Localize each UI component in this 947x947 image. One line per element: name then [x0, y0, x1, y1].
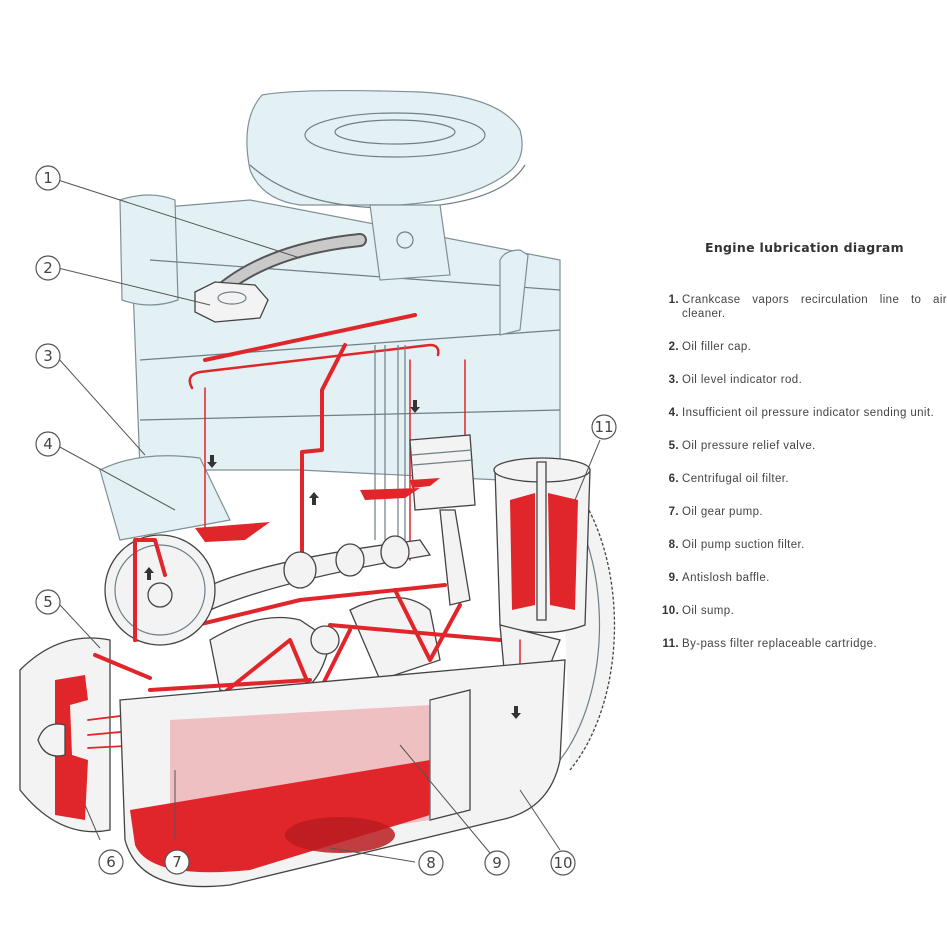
- legend-text: Oil level indicator rod.: [682, 374, 803, 386]
- legend-number: 8.: [668, 539, 679, 551]
- suction-filter: [285, 817, 395, 853]
- legend-number: 3.: [668, 374, 679, 386]
- callout-7: 7: [164, 849, 190, 875]
- air-cleaner: [246, 89, 526, 209]
- diagram-title: Engine lubrication diagram: [705, 240, 904, 255]
- legend-item: 7. Oil gear pump.: [662, 505, 947, 519]
- svg-text:5: 5: [43, 593, 53, 611]
- legend-item: 9. Antislosh baffle.: [662, 571, 947, 585]
- legend-number: 6.: [668, 473, 679, 485]
- rocker-oil-gallery: [188, 313, 466, 562]
- legend-number: 9.: [668, 572, 679, 584]
- callout-1: 1: [35, 165, 61, 191]
- svg-text:4: 4: [43, 435, 53, 453]
- legend-text: Oil filler cap.: [682, 341, 752, 353]
- camshaft: [199, 535, 432, 611]
- callout-11: 11: [591, 414, 617, 440]
- flow-arrows: [144, 400, 521, 719]
- carburettor: [369, 204, 451, 281]
- legend-text: Oil gear pump.: [682, 506, 764, 518]
- legend-text: Oil sump.: [682, 605, 735, 617]
- callout-6: 6: [98, 849, 124, 875]
- callout-9: 9: [484, 850, 510, 876]
- legend-item: 5. Oil pressure relief valve.: [662, 439, 947, 453]
- legend-number: 1.: [668, 294, 679, 306]
- legend-item: 6. Centrifugal oil filter.: [662, 472, 947, 486]
- legend-text-continued: cleaner.: [682, 308, 726, 320]
- legend-text: Antislosh baffle.: [682, 572, 770, 584]
- legend-item: 4. Insufficient oil pressure indicator s…: [662, 406, 947, 420]
- legend-number: 4.: [668, 407, 679, 419]
- svg-text:1: 1: [43, 169, 53, 187]
- engine-cutaway-illustration: 1 2 3 4 5 6 7 8 9 10 11: [19, 89, 617, 888]
- callout-8: 8: [418, 850, 444, 876]
- svg-text:6: 6: [106, 853, 116, 871]
- legend-item: 10. Oil sump.: [662, 604, 947, 618]
- legend-text: Crankcase vapors recirculation line to a…: [682, 294, 947, 306]
- legend-text: Centrifugal oil filter.: [682, 473, 789, 485]
- svg-text:10: 10: [553, 854, 572, 872]
- legend-text: Insufficient oil pressure indicator send…: [682, 407, 935, 419]
- legend-number: 5.: [668, 440, 679, 452]
- legend-number: 2.: [668, 341, 679, 353]
- legend-item: 11. By-pass filter replaceable cartridge…: [662, 637, 947, 651]
- centrifugal-filter: [19, 637, 111, 833]
- callout-4: 4: [35, 431, 61, 457]
- svg-text:3: 3: [43, 347, 53, 365]
- svg-text:11: 11: [594, 418, 613, 436]
- svg-text:8: 8: [426, 854, 436, 872]
- legend-number: 7.: [668, 506, 679, 518]
- legend-item: 1. Crankcase vapors recirculation line t…: [662, 293, 947, 321]
- callout-2: 2: [35, 255, 61, 281]
- piston: [409, 434, 476, 606]
- legend-item: 8. Oil pump suction filter.: [662, 538, 947, 552]
- legend-text: By-pass filter replaceable cartridge.: [682, 638, 878, 650]
- legend-text: Oil pressure relief valve.: [682, 440, 816, 452]
- legend-number: 10.: [662, 605, 680, 617]
- svg-text:2: 2: [43, 259, 53, 277]
- legend-number: 11.: [662, 638, 679, 650]
- callout-3: 3: [35, 343, 61, 369]
- timing-gear: [104, 534, 216, 646]
- oil-filler-cap: [194, 281, 269, 323]
- legend-text: Oil pump suction filter.: [682, 539, 805, 551]
- callout-10: 10: [550, 850, 576, 876]
- legend-item: 3. Oil level indicator rod.: [662, 373, 947, 387]
- legend-item: 2. Oil filler cap.: [662, 340, 947, 354]
- callout-5: 5: [35, 589, 61, 615]
- legend: Engine lubrication diagram 1. Crankcase …: [662, 240, 947, 670]
- pushrods: [374, 345, 406, 540]
- svg-text:9: 9: [492, 854, 502, 872]
- leader-lines: [57, 179, 601, 863]
- svg-text:7: 7: [172, 853, 182, 871]
